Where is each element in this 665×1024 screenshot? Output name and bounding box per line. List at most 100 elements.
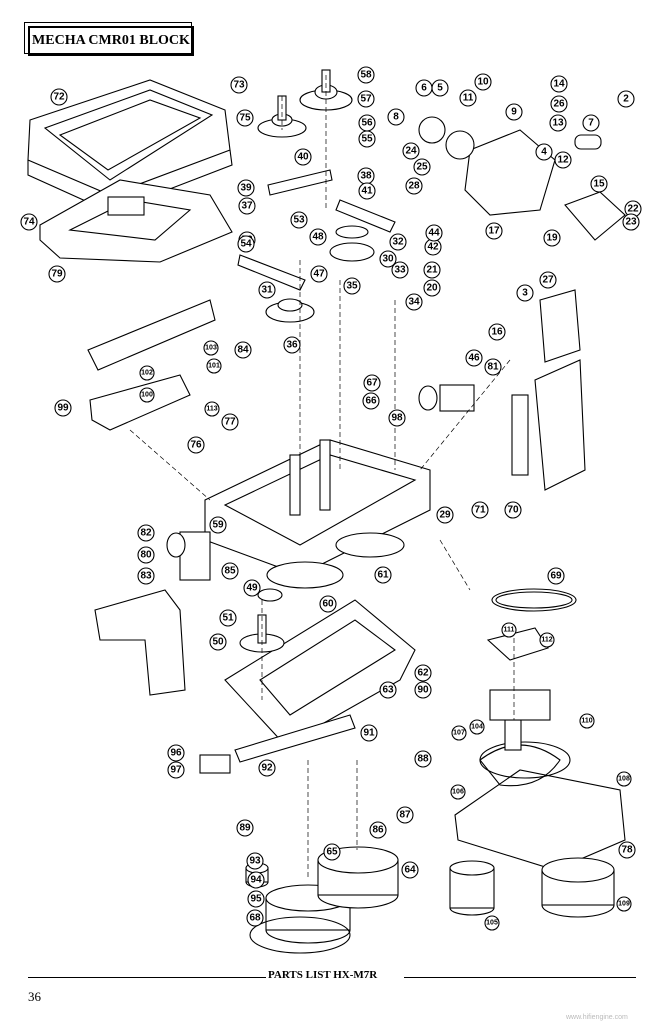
callout-number: 24 xyxy=(405,146,417,157)
callout-88: 88 xyxy=(414,750,432,768)
callout-circle xyxy=(549,114,567,132)
callout-106: 106 xyxy=(450,784,466,800)
callout-number: 62 xyxy=(417,668,429,679)
page-number: 36 xyxy=(28,989,41,1004)
callout-70: 70 xyxy=(504,501,522,519)
callout-number: 54 xyxy=(240,239,252,250)
callout-circle xyxy=(396,806,414,824)
callout-48: 48 xyxy=(309,228,327,246)
callout-number: 69 xyxy=(550,571,562,582)
callout-103: 103 xyxy=(203,340,219,356)
callout-number: 92 xyxy=(261,763,273,774)
callout-circle xyxy=(465,349,483,367)
callout-circle xyxy=(358,182,376,200)
reel-motors xyxy=(249,846,399,954)
callout-circle xyxy=(543,229,561,247)
callout-14: 14 xyxy=(550,75,568,93)
callout-number: 12 xyxy=(557,155,569,166)
callout-number: 74 xyxy=(23,217,35,228)
callout-circle xyxy=(539,271,557,289)
callout-number: 64 xyxy=(404,865,416,876)
callout-73: 73 xyxy=(230,76,248,94)
callout-circle xyxy=(319,595,337,613)
callout-30: 30 xyxy=(379,250,397,268)
callout-26: 26 xyxy=(550,95,568,113)
callout-circle xyxy=(405,293,423,311)
callout-67: 67 xyxy=(363,374,381,392)
callout-circle xyxy=(236,819,254,837)
callout-circle xyxy=(221,562,239,580)
callout-number: 39 xyxy=(240,183,252,194)
exploded-parts-diagram: 2345678910111213141516171920212223242526… xyxy=(20,66,642,954)
callout-circle xyxy=(20,213,38,231)
callout-circle xyxy=(209,633,227,651)
callout-19: 19 xyxy=(543,229,561,247)
callout-number: 105 xyxy=(486,920,498,927)
callout-number: 48 xyxy=(312,232,324,243)
callout-number: 9 xyxy=(511,107,517,118)
callout-number: 21 xyxy=(426,265,438,276)
callout-circle xyxy=(389,233,407,251)
callout-circle xyxy=(539,632,555,648)
callout-circle xyxy=(238,197,256,215)
callout-number: 82 xyxy=(140,528,152,539)
assembly-guide-lines xyxy=(129,75,515,880)
sub-chassis-plate xyxy=(224,599,416,746)
callout-number: 19 xyxy=(546,233,558,244)
callout-98: 98 xyxy=(388,409,406,427)
callout-number: 20 xyxy=(426,283,438,294)
callout-6: 6 xyxy=(415,79,433,97)
callout-number: 102 xyxy=(141,370,153,377)
flywheels xyxy=(266,532,405,589)
callout-number: 104 xyxy=(471,724,483,731)
callout-number: 83 xyxy=(140,571,152,582)
callout-circle xyxy=(414,681,432,699)
callout-circle xyxy=(505,103,523,121)
callout-39: 39 xyxy=(237,179,255,197)
callout-circle xyxy=(450,784,466,800)
callout-number: 44 xyxy=(428,228,440,239)
callout-15: 15 xyxy=(590,175,608,193)
callout-number: 58 xyxy=(360,70,372,81)
callout-circle xyxy=(139,365,155,381)
callout-circle xyxy=(221,413,239,431)
callout-33: 33 xyxy=(391,261,409,279)
callout-97: 97 xyxy=(167,761,185,779)
callout-circle xyxy=(501,622,517,638)
callout-number: 11 xyxy=(463,93,474,104)
callout-93: 93 xyxy=(246,852,264,870)
motor-plate-right xyxy=(454,719,626,871)
callout-82: 82 xyxy=(137,524,155,542)
footer-rule-right xyxy=(404,977,636,978)
callout-circle xyxy=(234,341,252,359)
callout-number: 108 xyxy=(618,776,630,783)
callout-36: 36 xyxy=(283,336,301,354)
callout-number: 107 xyxy=(453,730,465,737)
callout-circle xyxy=(469,719,485,735)
callout-number: 8 xyxy=(393,112,399,123)
callout-circle xyxy=(484,358,502,376)
callout-number: 29 xyxy=(439,510,451,521)
callout-29: 29 xyxy=(436,506,454,524)
callout-number: 109 xyxy=(618,901,630,908)
callout-86: 86 xyxy=(369,821,387,839)
solenoid-right xyxy=(418,384,475,412)
callout-16: 16 xyxy=(488,323,506,341)
callout-circle xyxy=(283,336,301,354)
callout-circle xyxy=(139,387,155,403)
callout-64: 64 xyxy=(401,861,419,879)
callout-number: 57 xyxy=(360,94,372,105)
callout-112: 112 xyxy=(539,632,555,648)
callout-circle xyxy=(246,909,264,927)
callout-number: 22 xyxy=(627,204,639,215)
callout-circle xyxy=(258,759,276,777)
main-chassis xyxy=(204,439,431,576)
callout-number: 47 xyxy=(313,269,325,280)
callout-number: 98 xyxy=(391,413,403,424)
callout-circle xyxy=(436,506,454,524)
watermark: www.hifiengine.com xyxy=(566,1014,628,1021)
callout-number: 93 xyxy=(249,856,261,867)
callout-56: 56 xyxy=(358,114,376,132)
callout-number: 88 xyxy=(417,754,429,765)
callout-number: 46 xyxy=(468,353,480,364)
